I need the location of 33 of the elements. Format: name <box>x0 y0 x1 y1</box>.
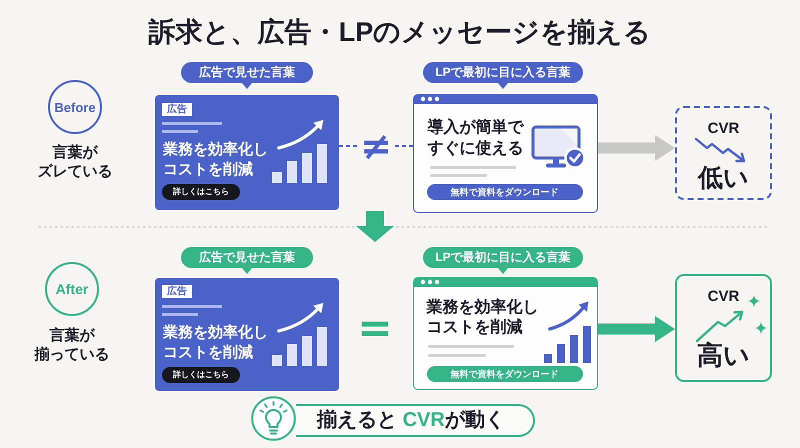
metric-label: CVR <box>708 120 740 137</box>
cta-button: 無料で資料をダウンロード <box>426 184 582 200</box>
arrow <box>598 316 675 342</box>
speech-bubble: LPで最初に目に入る言葉 <box>423 62 583 89</box>
lp-headline: 業務を効率化しコストを削減 <box>426 298 540 338</box>
ad-tag: 広告 <box>162 103 192 116</box>
speech-bubble: 広告で見せた言葉 <box>181 247 313 274</box>
lp-headline: 導入が簡単ですぐに使える <box>428 117 526 159</box>
landing-page-window <box>413 277 598 390</box>
ad-tag: 広告 <box>162 285 192 298</box>
phase-caption: 言葉が揃っている <box>33 326 110 364</box>
speech-bubble: 広告で見せた言葉 <box>181 62 313 89</box>
title: 訴求と、広告・LPのメッセージを揃える <box>148 16 652 49</box>
landing-page-window <box>413 94 598 213</box>
result-value: 高い <box>697 339 750 371</box>
takeaway-banner: 揃えると CVRが動く <box>296 404 535 437</box>
phase-circle: Before <box>48 80 102 134</box>
result-box <box>675 106 772 200</box>
ad-card <box>155 278 339 391</box>
metric-label: CVR <box>708 288 740 305</box>
result-box <box>675 274 772 382</box>
cta-button: 詳しくはこちら <box>162 184 240 200</box>
ad-headline: 業務を効率化しコストを削減 <box>163 323 269 363</box>
phase-circle: After <box>45 262 99 316</box>
equals-sign: = <box>357 307 393 349</box>
cta-button: 無料で資料をダウンロード <box>426 366 582 382</box>
speech-bubble: LPで最初に目に入る言葉 <box>423 247 583 274</box>
ad-card <box>155 95 339 210</box>
result-value: 低い <box>698 163 749 193</box>
phase-caption: 言葉がズレている <box>36 143 114 181</box>
arrow <box>598 135 675 161</box>
ad-headline: 業務を効率化しコストを削減 <box>163 140 269 180</box>
cta-button: 詳しくはこちら <box>162 367 240 383</box>
